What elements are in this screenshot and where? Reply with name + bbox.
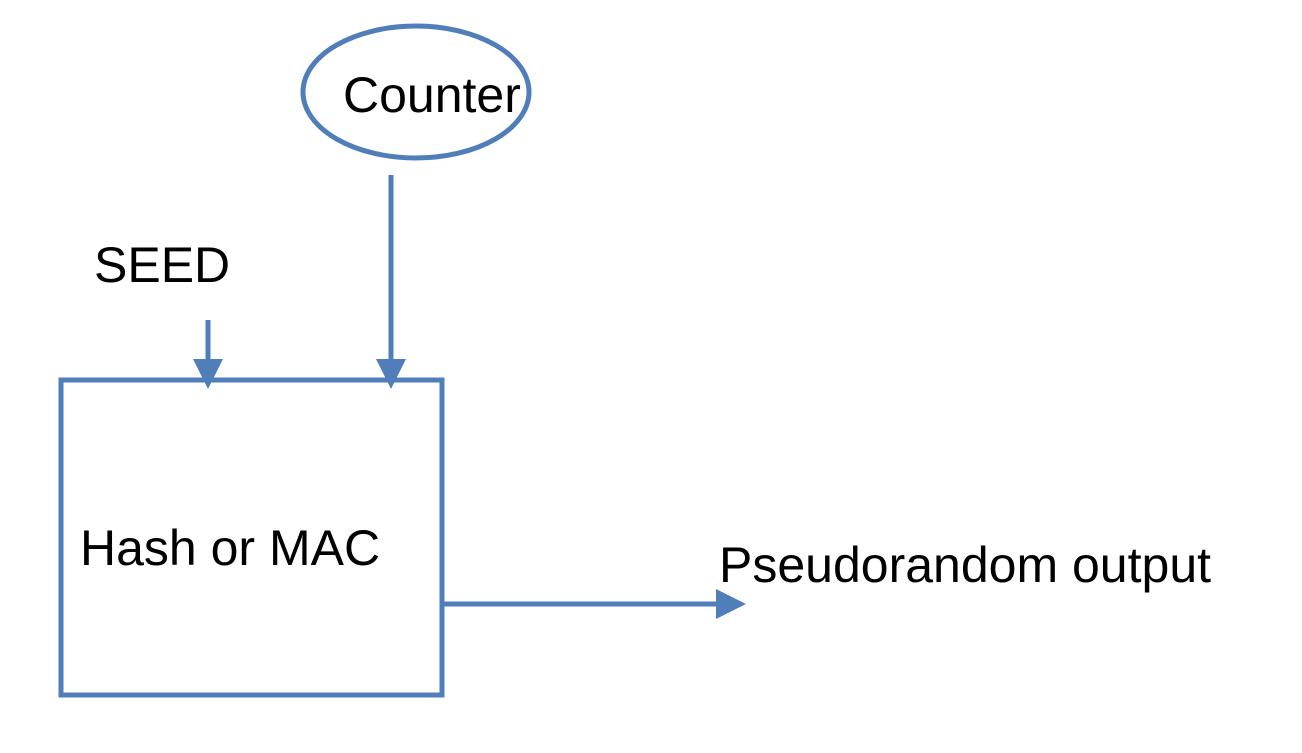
seed-label: SEED — [94, 237, 230, 293]
hash-mac-node — [58, 377, 445, 698]
counter-node — [300, 23, 532, 161]
counter-label: Counter — [343, 67, 521, 123]
hash-mac-label: Hash or MAC — [80, 520, 380, 576]
output-label: Pseudorandom output — [719, 537, 1211, 593]
